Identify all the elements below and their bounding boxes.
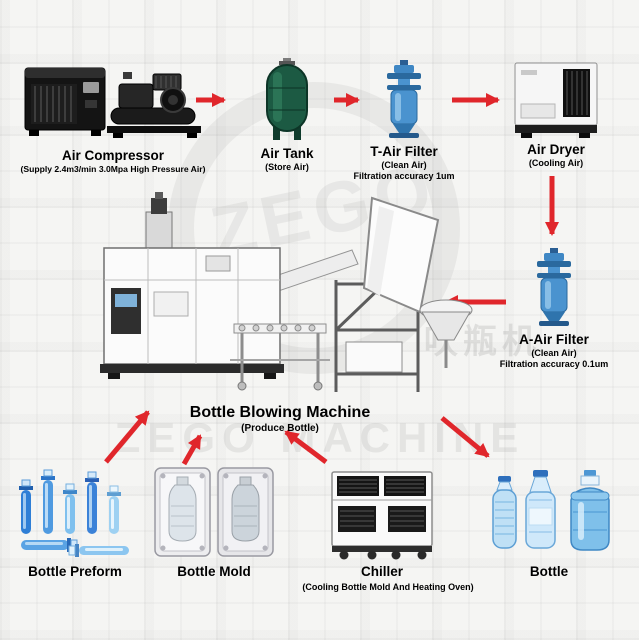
a-air-filter-illustration — [537, 248, 571, 326]
bottle-mold-title: Bottle Mold — [177, 564, 251, 579]
a-air-filter-title: A-Air Filter — [519, 332, 589, 347]
chiller-subtitle: (Cooling Bottle Mold And Heating Oven) — [302, 582, 474, 592]
arrow-chiller-to-machine — [284, 430, 328, 464]
t-air-filter-title: T-Air Filter — [370, 144, 438, 159]
chiller-subtitle-block: (Cooling Bottle Mold And Heating Oven) — [206, 582, 570, 594]
arrow-mold-to-machine — [181, 434, 203, 466]
air-tank-illustration — [266, 58, 308, 140]
t-air-filter-illustration — [387, 60, 421, 138]
bottle-mold-illustration — [154, 467, 274, 557]
air-tank-title: Air Tank — [260, 146, 314, 161]
a-air-filter-note: Filtration accuracy 0.1um — [499, 359, 609, 370]
bottle-blowing-machine-title: Bottle Blowing Machine — [189, 404, 371, 421]
node-bottle-mold: Bottle Mold — [150, 464, 278, 580]
chiller-title: Chiller — [360, 564, 403, 579]
bottle-blowing-machine-illustration — [84, 192, 476, 409]
chiller-illustration — [331, 471, 433, 560]
bottle-preform-illustration — [18, 469, 129, 557]
node-air-compressor: Air Compressor (Supply 2.4m3/min 3.0Mpa … — [5, 56, 221, 175]
node-bottle-preform: Bottle Preform — [6, 468, 144, 580]
t-air-filter-note: Filtration accuracy 1um — [353, 171, 455, 182]
node-bottle: Bottle — [482, 468, 616, 580]
bottle-title: Bottle — [529, 564, 569, 579]
a-air-filter-subtitle: (Clean Air) — [531, 347, 577, 358]
air-dryer-subtitle: (Cooling Air) — [528, 157, 584, 168]
node-t-air-filter: T-Air Filter (Clean Air) Filtration accu… — [346, 60, 462, 183]
air-compressor-illustration — [24, 67, 201, 138]
node-bottle-blowing-machine: Bottle Blowing Machine (Produce Bottle) — [128, 404, 432, 435]
node-air-tank: Air Tank (Store Air) — [228, 58, 346, 173]
t-air-filter-subtitle: (Clean Air) — [381, 159, 427, 170]
air-compressor-subtitle: (Supply 2.4m3/min 3.0Mpa High Pressure A… — [20, 163, 206, 174]
node-chiller: Chiller — [324, 468, 440, 580]
bottle-preform-title: Bottle Preform — [28, 564, 122, 579]
arrow-machine-to-bottle — [440, 416, 490, 458]
air-dryer-illustration — [514, 62, 598, 138]
air-dryer-title: Air Dryer — [527, 142, 585, 157]
node-air-dryer: Air Dryer (Cooling Air) — [506, 60, 606, 169]
node-a-air-filter: A-Air Filter (Clean Air) Filtration accu… — [496, 248, 612, 371]
air-compressor-title: Air Compressor — [61, 148, 165, 163]
air-tank-subtitle: (Store Air) — [265, 161, 309, 172]
bottle-illustration — [492, 470, 610, 551]
bottle-blowing-machine-subtitle: (Produce Bottle) — [241, 423, 319, 435]
